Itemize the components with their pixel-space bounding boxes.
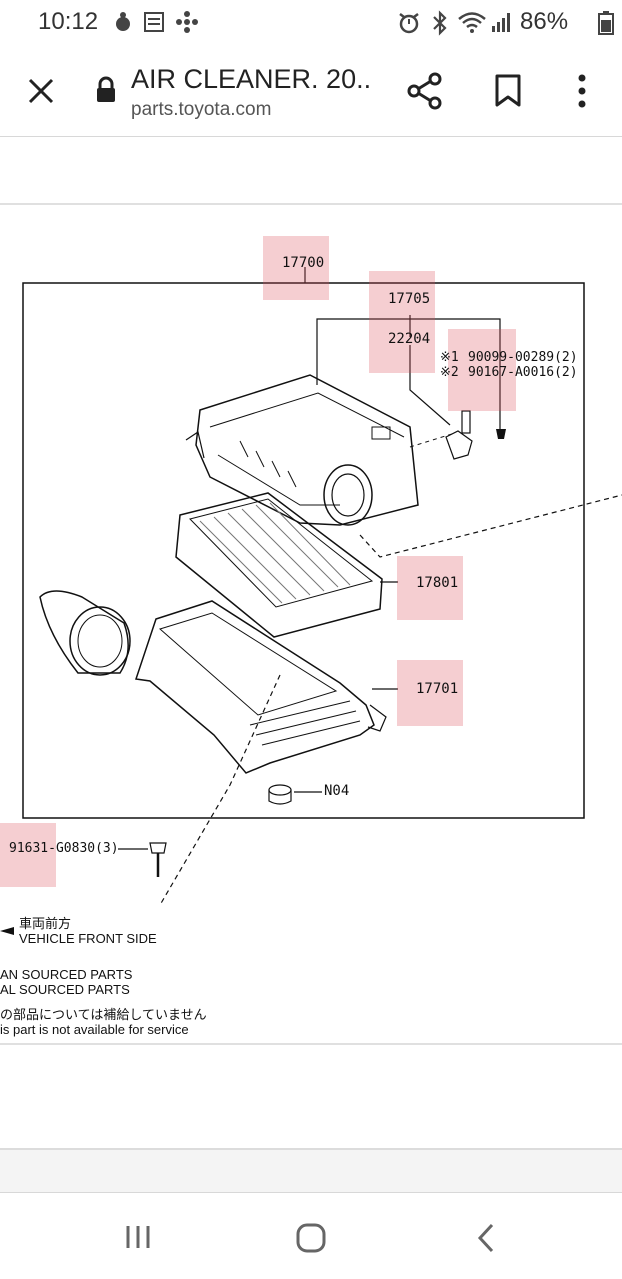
parts-diagram[interactable]: 17700 17705 22204 ※1 90099-00289(2) ※2 9… bbox=[0, 203, 622, 1045]
legend-note: is part is not available for service bbox=[0, 1022, 189, 1037]
part-number-label[interactable]: 17701 bbox=[416, 681, 459, 697]
part-number-label[interactable]: 17700 bbox=[282, 255, 325, 271]
bottom-content-strip bbox=[0, 1150, 622, 1193]
lock-icon bbox=[97, 76, 115, 102]
home-icon[interactable] bbox=[294, 1221, 328, 1255]
page-url[interactable]: parts.toyota.com bbox=[131, 99, 272, 120]
close-icon[interactable] bbox=[26, 76, 56, 106]
signal-icon bbox=[492, 13, 510, 32]
more-vert-icon[interactable] bbox=[574, 72, 590, 110]
alarm-icon bbox=[399, 13, 419, 34]
legend-note: AN SOURCED PARTS bbox=[0, 967, 133, 982]
part-highlight[interactable] bbox=[263, 236, 329, 300]
part-number-label[interactable]: 91631-G0830(3) bbox=[9, 841, 119, 856]
part-highlight[interactable] bbox=[397, 556, 463, 620]
wifi-icon bbox=[458, 12, 486, 33]
part-highlight[interactable] bbox=[448, 329, 516, 411]
diagram-drawing bbox=[0, 267, 622, 935]
share-icon[interactable] bbox=[406, 72, 444, 110]
news-notification-icon bbox=[144, 12, 164, 32]
legend-note: AL SOURCED PARTS bbox=[0, 982, 130, 997]
part-highlight[interactable] bbox=[369, 271, 435, 373]
bookmark-icon[interactable] bbox=[494, 74, 522, 108]
part-mark-label: ※2 bbox=[440, 365, 459, 380]
part-number-label[interactable]: 17801 bbox=[416, 575, 459, 591]
part-number-label[interactable]: 90099-00289(2) bbox=[468, 350, 578, 365]
back-icon[interactable] bbox=[474, 1221, 498, 1255]
pinwheel-notification-icon bbox=[176, 11, 198, 33]
vehicle-front-label-jp: 車両前方 bbox=[19, 916, 72, 931]
part-mark-label: ※1 bbox=[440, 350, 459, 365]
status-bar: 10:12 86% bbox=[0, 0, 622, 44]
part-highlight[interactable] bbox=[0, 823, 56, 887]
page-title[interactable]: AIR CLEANER. 20... bbox=[131, 64, 371, 94]
part-number-label[interactable]: 90167-A0016(2) bbox=[468, 365, 578, 380]
part-number-label[interactable]: 22204 bbox=[388, 331, 431, 347]
bluetooth-icon bbox=[433, 10, 447, 36]
status-time: 10:12 bbox=[38, 8, 99, 35]
vehicle-front-label: VEHICLE FRONT SIDE bbox=[19, 931, 157, 946]
recent-apps-icon[interactable] bbox=[122, 1223, 154, 1251]
divider bbox=[0, 1148, 622, 1150]
part-number-label[interactable]: 17705 bbox=[388, 291, 431, 307]
browser-toolbar: AIR CLEANER. 20... parts.toyota.com bbox=[0, 44, 622, 137]
part-number-label[interactable]: N04 bbox=[324, 783, 350, 799]
part-highlight[interactable] bbox=[397, 660, 463, 726]
battery-percent: 86% bbox=[520, 8, 569, 35]
system-nav-bar bbox=[0, 1193, 622, 1279]
battery-icon bbox=[598, 11, 614, 35]
legend-note: の部品については補給していません bbox=[0, 1007, 207, 1022]
fan-notification-icon bbox=[116, 12, 130, 31]
